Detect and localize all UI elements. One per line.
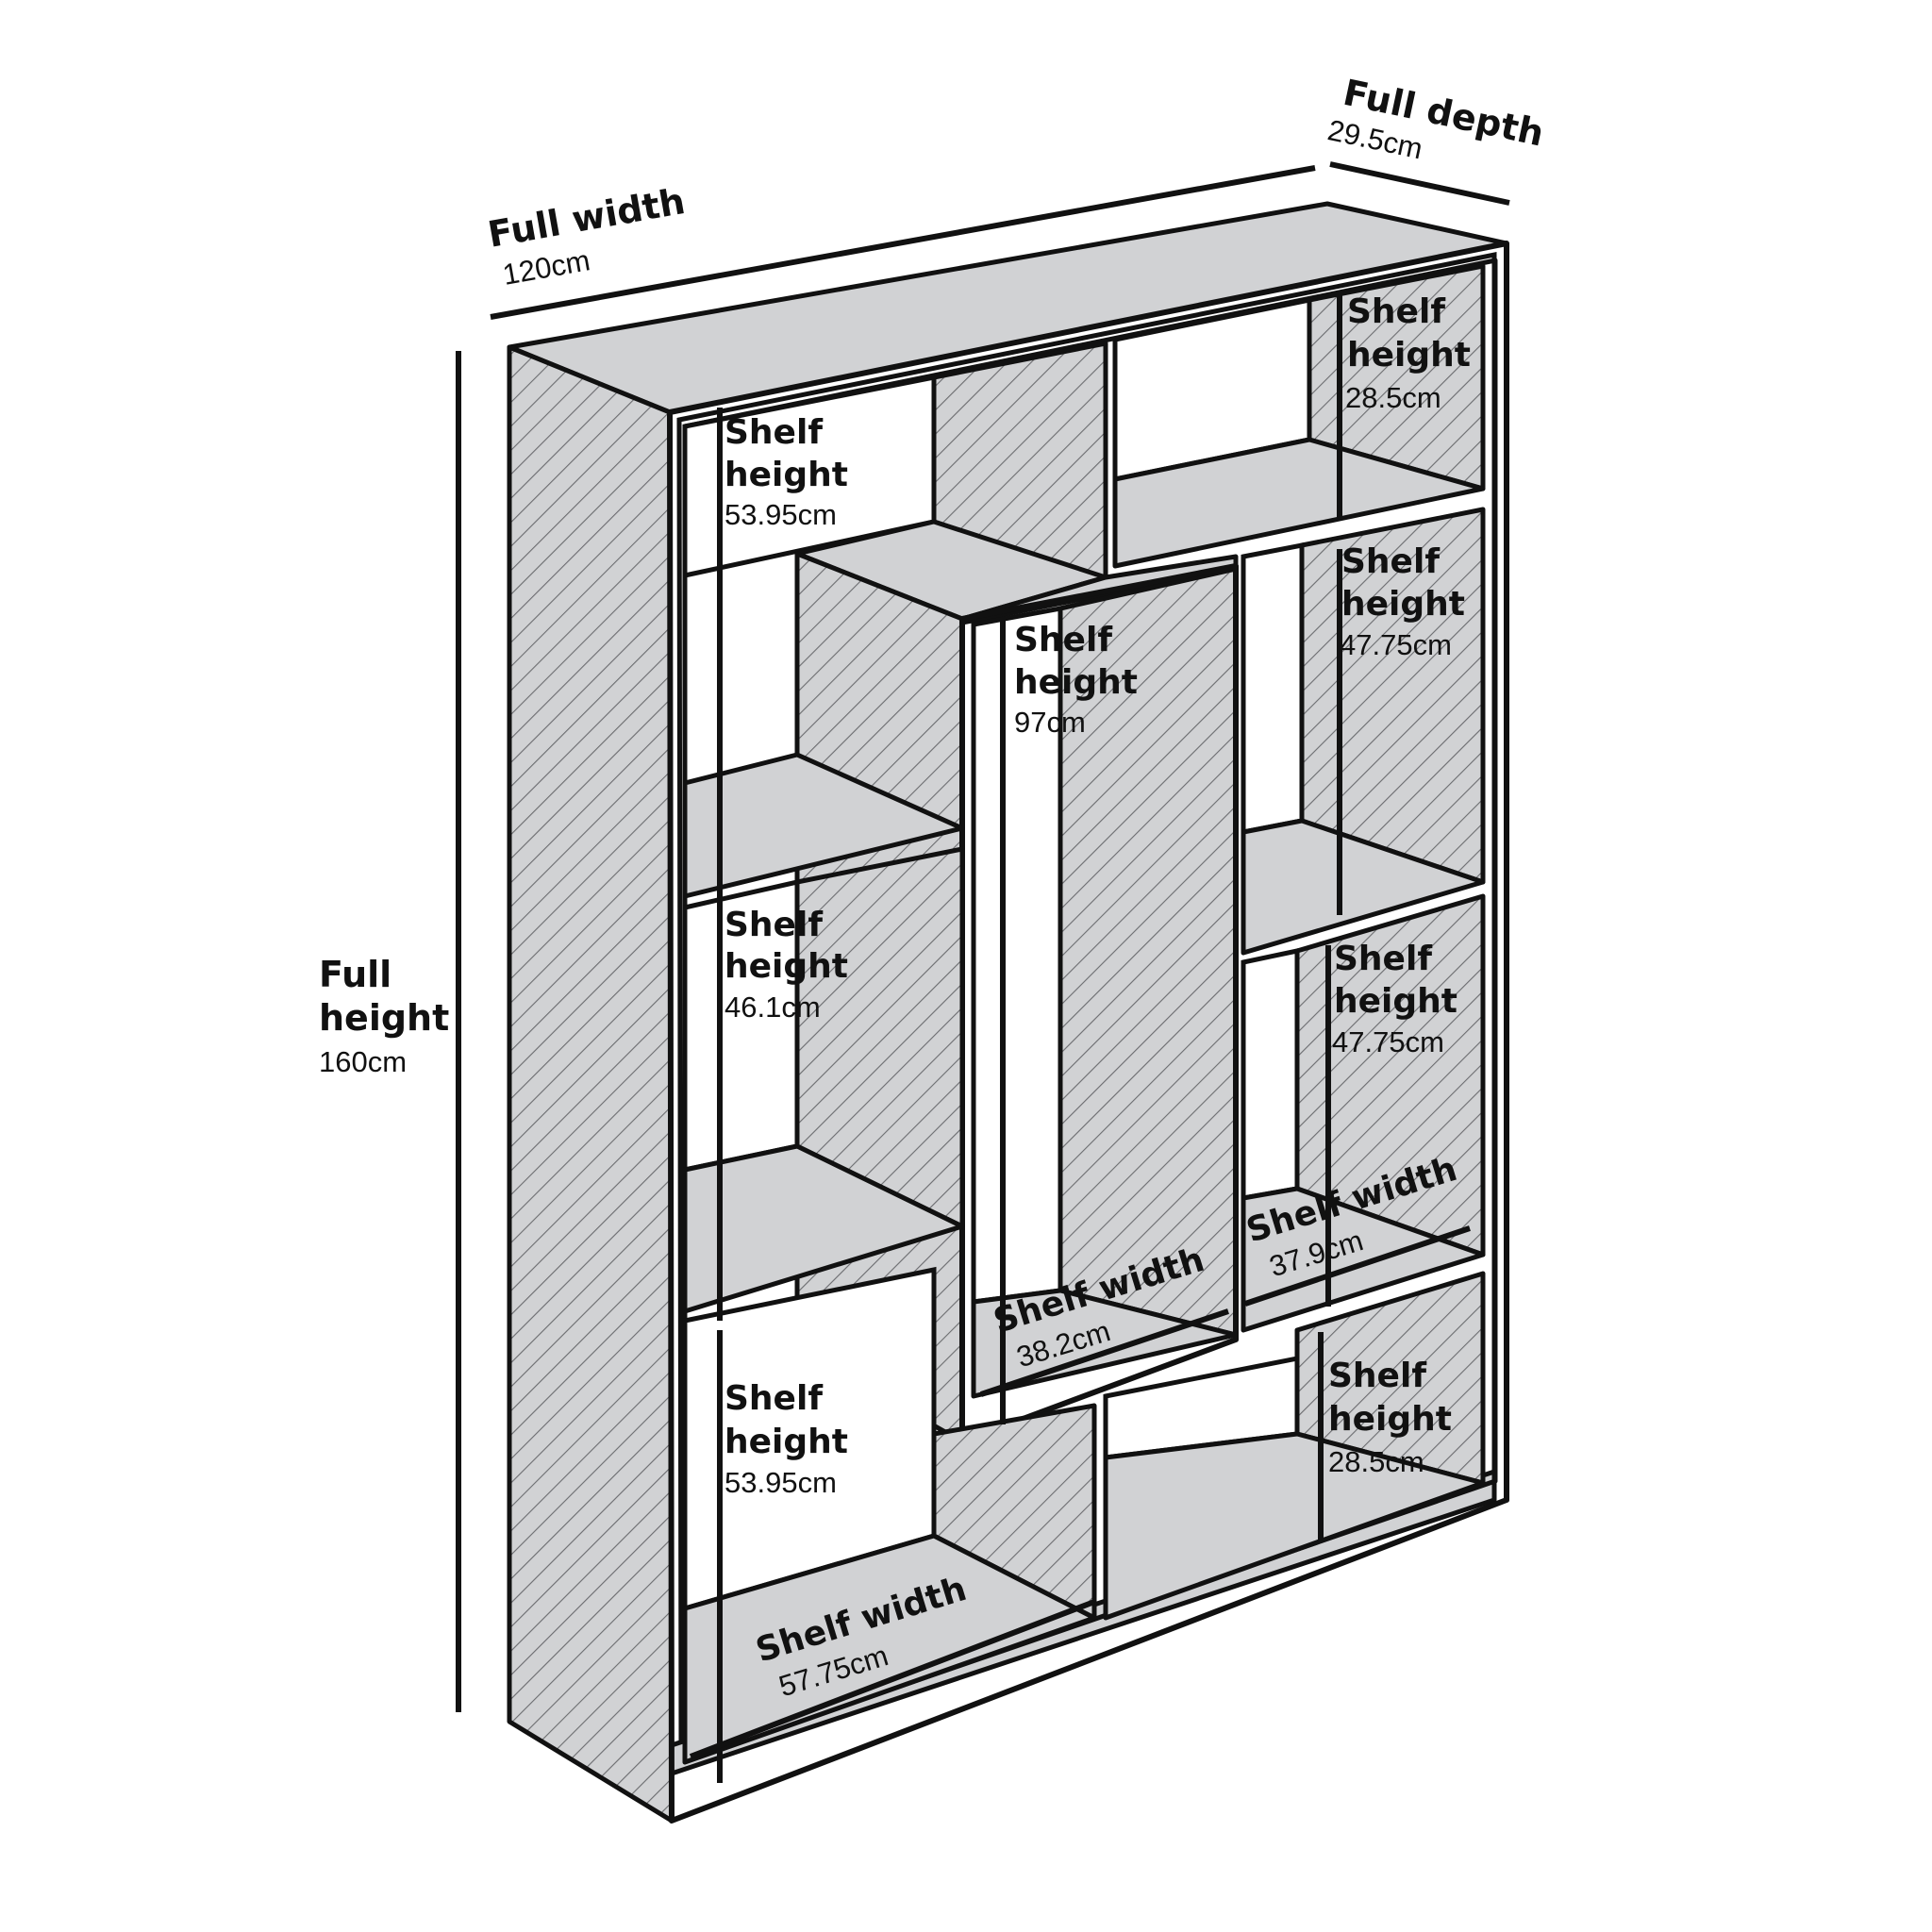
front-frame-outline [667,241,1509,1824]
right-lower-opening [1241,947,1300,1201]
right-middle-opening [1241,541,1305,836]
shelf-width-line-1 [980,1308,1229,1397]
svg-text:Shelf: Shelf [1341,542,1440,581]
left-side-panel [507,344,675,1824]
svg-text:height: height [1334,982,1457,1021]
shelf-width-line-3 [689,1599,1096,1759]
shelf-height-label-6: Shelf height 47.75cm [1332,940,1457,1058]
svg-text:Shelf: Shelf [1334,940,1432,978]
svg-text:Shelf: Shelf [1014,621,1112,659]
left-shelf-2 [682,1143,965,1314]
svg-text:height: height [724,1423,848,1461]
svg-text:height: height [1347,336,1471,375]
svg-text:height: height [1014,663,1138,702]
full-height-label-group: Full height 160cm [319,954,449,1078]
full-width-label-group: Full width 120cm [485,180,688,291]
svg-text:28.5cm: 28.5cm [1328,1445,1424,1478]
top-right-shelf [1112,437,1486,569]
compartment-left-middle [682,752,965,1314]
svg-text:53.95cm: 53.95cm [724,498,837,531]
full-depth-line [1329,161,1510,206]
right-shelf-2 [1241,1186,1486,1333]
full-width-line [490,165,1316,320]
svg-text:47.75cm: 47.75cm [1340,628,1452,661]
right-shelf-1 [1241,818,1486,956]
compartment-left-bottom [682,1266,1097,1765]
svg-text:97cm: 97cm [1014,706,1086,739]
svg-text:Shelf: Shelf [724,1379,823,1418]
svg-text:46.1cm: 46.1cm [724,991,821,1024]
full-height-label-line2: height [319,997,449,1039]
shelf-height-label-7: Shelf height 53.95cm [724,1379,848,1499]
shelf-height-label-2: Shelf height 28.5cm [1345,292,1471,414]
svg-text:Shelf: Shelf [724,413,823,452]
svg-text:Shelf: Shelf [1347,292,1445,331]
svg-text:28.5cm: 28.5cm [1345,381,1441,414]
compartment-top-right [1112,263,1486,569]
shelf-height-label-5: Shelf height 46.1cm [724,906,848,1024]
svg-text:height: height [724,947,848,986]
svg-text:Shelf: Shelf [1328,1357,1426,1395]
compartment-bottom-right [1103,1271,1486,1621]
svg-text:height: height [1328,1400,1452,1439]
svg-text:height: height [724,456,848,494]
compartment-right-middle [1241,507,1486,1333]
shelf-height-label-4: Shelf height 47.75cm [1340,542,1465,661]
full-height-value: 160cm [319,1045,407,1078]
shelf-height-label-3: Shelf height 97cm [1014,621,1138,739]
shelf-width-line-2 [1244,1225,1471,1307]
svg-text:47.75cm: 47.75cm [1332,1025,1444,1058]
shelf-height-label-8: Shelf height 28.5cm [1328,1357,1452,1478]
left-shelf-1 [682,752,965,899]
full-height-label-line1: Full [319,954,391,995]
shelf-height-label-1: Shelf height 53.95cm [724,413,848,531]
svg-text:Shelf: Shelf [724,906,823,944]
svg-text:height: height [1341,585,1465,624]
svg-text:53.95cm: 53.95cm [724,1466,837,1499]
